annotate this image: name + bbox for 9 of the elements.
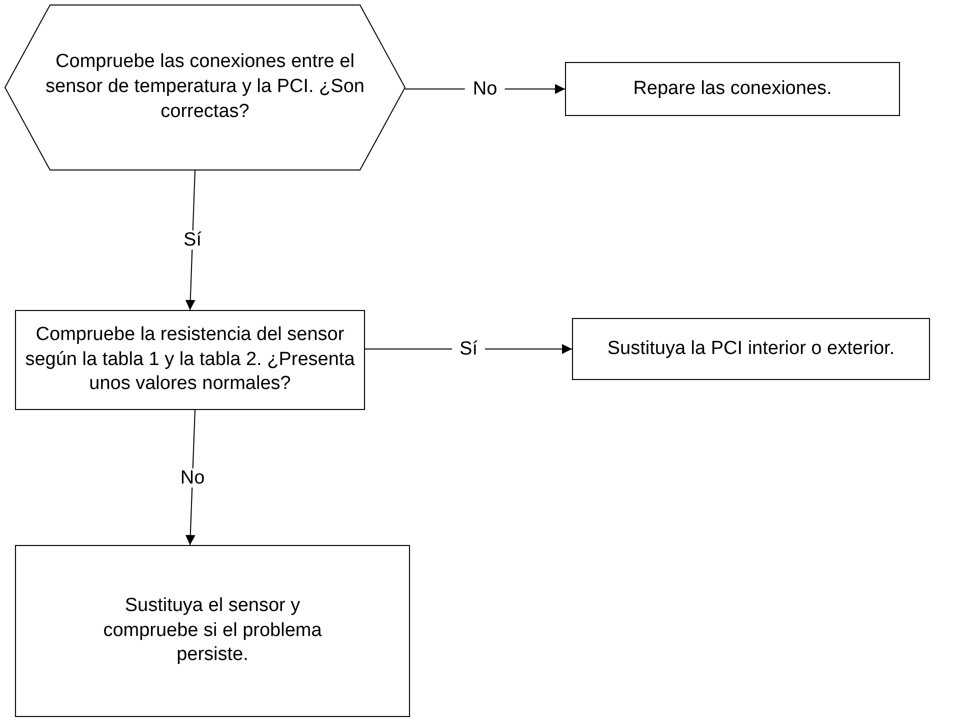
node-text: Sustituya la PCI interior o exterior.	[606, 336, 896, 361]
process-box	[15, 545, 410, 717]
node-text: Repare las conexiones.	[632, 76, 833, 101]
node-text: Sustituya el sensor y compruebe si el problema persiste.	[102, 594, 323, 668]
node-text: Compruebe las conexiones entre el sensor de temperatura y la PCI. ¿Son correctas?	[45, 50, 365, 124]
process-box	[15, 310, 365, 410]
node-text: Compruebe la resistencia del sensor según la tabla 1 y la tabla 2. ¿Presenta unos valores normales?	[24, 322, 356, 396]
process-box	[565, 62, 900, 116]
process-box	[572, 318, 930, 380]
